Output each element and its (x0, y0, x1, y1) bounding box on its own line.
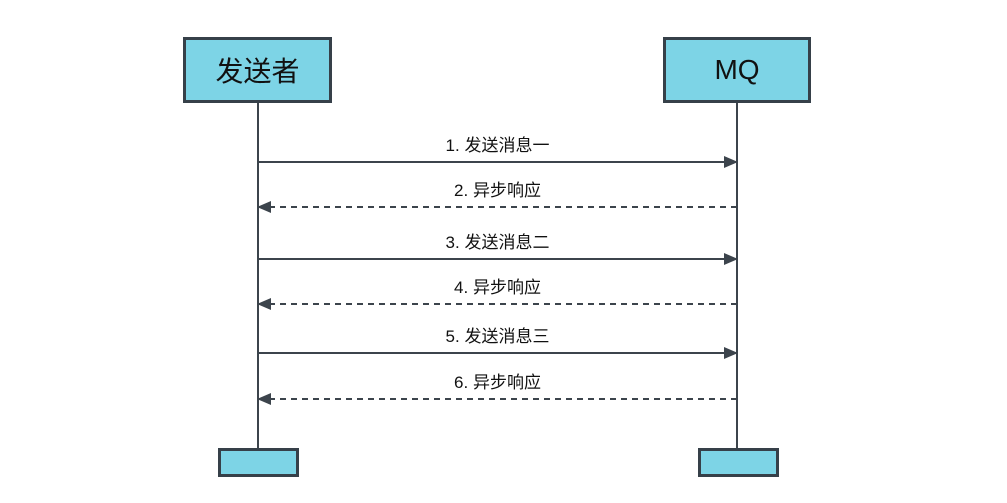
message-send-3: 3. 发送消息二 (258, 232, 738, 265)
message-response-4: 4. 异步响应 (257, 277, 737, 310)
arrowhead-right-icon (724, 156, 738, 168)
message-response-2-arrow (257, 201, 737, 213)
message-response-2: 2. 异步响应 (257, 180, 737, 213)
arrowhead-right-icon (724, 347, 738, 359)
actor-box-mq: MQ (663, 37, 811, 103)
lifeline-mq (736, 103, 738, 448)
actor-label-mq: MQ (714, 54, 760, 85)
message-send-3-arrow (258, 253, 738, 265)
arrowhead-left-icon (257, 201, 271, 213)
message-send-1-label: 1. 发送消息一 (445, 136, 550, 155)
message-response-2-label: 2. 异步响应 (454, 181, 541, 200)
message-send-5-label: 5. 发送消息三 (445, 327, 550, 346)
arrowhead-left-icon (257, 298, 271, 310)
arrowhead-right-icon (724, 253, 738, 265)
lifeline-sender (257, 103, 259, 448)
message-send-1: 1. 发送消息一 (258, 135, 738, 168)
lifeline-end-box-mq (698, 448, 779, 477)
message-response-6-label: 6. 异步响应 (454, 373, 541, 392)
message-response-6: 6. 异步响应 (257, 372, 737, 405)
message-response-4-arrow (257, 298, 737, 310)
message-send-5: 5. 发送消息三 (258, 326, 738, 359)
actor-label-sender: 发送者 (215, 56, 300, 87)
message-response-6-arrow (257, 393, 737, 405)
arrowhead-left-icon (257, 393, 271, 405)
message-response-4-label: 4. 异步响应 (454, 278, 541, 297)
actor-box-sender: 发送者 (183, 37, 332, 103)
message-send-3-label: 3. 发送消息二 (445, 233, 550, 252)
message-send-1-arrow (258, 156, 738, 168)
lifeline-end-box-sender (218, 448, 299, 477)
message-send-5-arrow (258, 347, 738, 359)
